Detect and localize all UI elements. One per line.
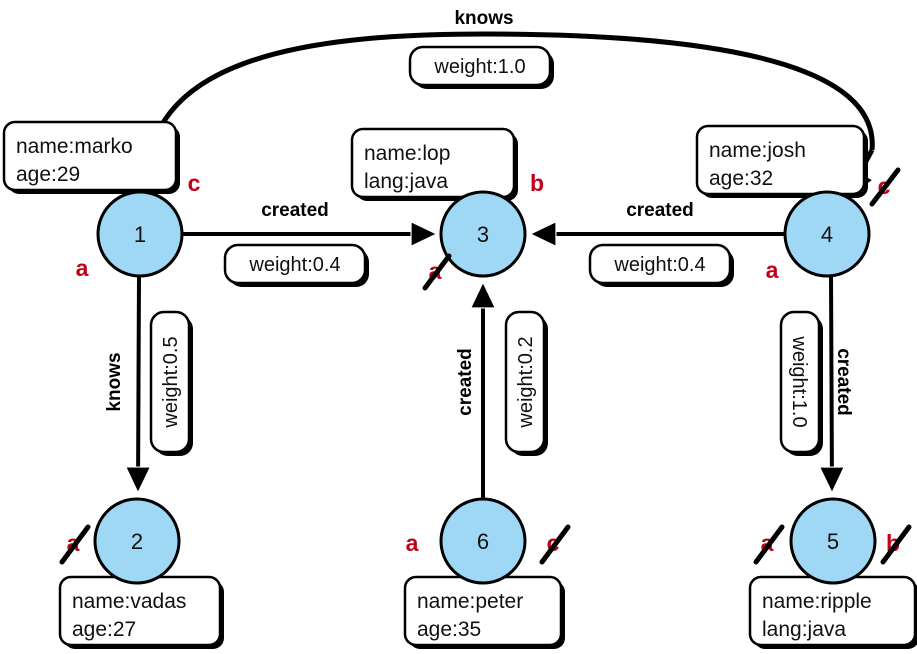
node-id-label: 4 <box>821 222 833 247</box>
property-box-node-2[interactable]: name:vadas age:27 <box>58 575 224 649</box>
property-line: name:ripple <box>762 590 872 613</box>
weight-box-created-1-3[interactable]: weight:0.4 <box>223 243 369 287</box>
node-id-label: 6 <box>477 529 489 554</box>
node-id-label: 3 <box>477 222 489 247</box>
weight-label: weight:0.4 <box>248 254 340 276</box>
edge-type-label-created-4-5: created <box>833 348 854 416</box>
edge-path-knows-4-1 <box>144 31 875 193</box>
edge-group <box>138 31 875 499</box>
edge-1-2-knows[interactable] <box>138 275 139 490</box>
weight-box-knows-4-1[interactable]: weight:1.0 <box>408 45 554 89</box>
property-line: name:peter <box>417 590 523 613</box>
edge-path-knows-1-2 <box>138 275 139 490</box>
property-box-node-3[interactable]: name:lop lang:java <box>350 127 518 201</box>
node-id-label: 2 <box>131 529 143 554</box>
marker-letter-a: a <box>406 530 419 556</box>
edge-type-label-knows-4-1: knows <box>454 8 513 29</box>
marker-strike-icon <box>422 253 452 291</box>
marker-strike-icon <box>869 167 901 207</box>
weight-label: weight:1.0 <box>788 335 810 427</box>
edge-type-label-knows-1-2: knows <box>104 352 125 411</box>
weight-box-created-4-3[interactable]: weight:0.4 <box>588 243 734 287</box>
weight-box-knows-1-2[interactable]: weight:0.5 <box>149 310 193 456</box>
weight-label: weight:0.2 <box>515 336 537 428</box>
node-5[interactable]: 5 <box>789 497 877 585</box>
weight-box-created-6-3[interactable]: weight:0.2 <box>504 310 548 456</box>
marker-strike-icon <box>539 524 571 565</box>
property-box-node-5[interactable]: name:ripple lang:java <box>748 575 917 649</box>
property-box-node-6[interactable]: name:peter age:35 <box>403 575 565 649</box>
property-line: age:32 <box>709 167 773 190</box>
property-line: name:josh <box>709 139 806 162</box>
property-line: age:35 <box>417 618 481 641</box>
edge-type-label-created-1-3: created <box>261 200 329 221</box>
edge-type-label-created-4-3: created <box>626 200 694 221</box>
weight-label: weight:0.5 <box>160 336 182 428</box>
weight-label: weight:1.0 <box>433 56 525 78</box>
marker-letter-b: b <box>530 170 544 196</box>
property-line: age:27 <box>72 618 136 641</box>
marker-strike-icon <box>59 524 91 565</box>
marker-letter-a: a <box>76 255 89 281</box>
marker-letter-c: c <box>188 170 201 196</box>
property-box-node-4[interactable]: name:josh age:32 <box>695 124 868 198</box>
node-6[interactable]: 6 <box>439 497 527 585</box>
property-line: lang:java <box>762 618 846 641</box>
marker-strike-icon <box>753 524 785 565</box>
property-line: age:29 <box>16 163 80 186</box>
node-id-label: 5 <box>827 529 839 554</box>
edge-type-label-group: knows created created knows created crea… <box>103 7 856 418</box>
edge-4-5-created[interactable] <box>831 275 832 490</box>
property-line: name:vadas <box>72 590 186 613</box>
node-id-label: 1 <box>134 222 146 247</box>
edge-type-label-created-6-3: created <box>455 348 476 416</box>
property-line: name:lop <box>364 142 450 165</box>
node-group: 1 3 4 2 6 5 <box>93 190 877 585</box>
property-line: name:marko <box>16 135 133 158</box>
property-box-node-1[interactable]: name:marko age:29 <box>2 120 180 194</box>
node-3[interactable]: 3 <box>439 190 527 278</box>
weight-box-group: weight:1.0 weight:0.4 weight:0.4 weight:… <box>149 45 823 456</box>
marker-letter-a: a <box>766 257 779 283</box>
marker-group: c a b a c a a a c a b <box>59 167 912 565</box>
node-2[interactable]: 2 <box>93 497 181 585</box>
weight-box-created-4-5[interactable]: weight:1.0 <box>779 310 823 456</box>
marker-strike-icon <box>880 524 912 565</box>
property-box-group: name:marko age:29 name:lop lang:java nam… <box>2 120 917 649</box>
node-4[interactable]: 4 <box>783 190 871 278</box>
property-line: lang:java <box>364 170 448 193</box>
edge-path-created-4-5 <box>831 275 832 490</box>
weight-label: weight:0.4 <box>613 254 705 276</box>
node-1[interactable]: 1 <box>96 190 184 278</box>
